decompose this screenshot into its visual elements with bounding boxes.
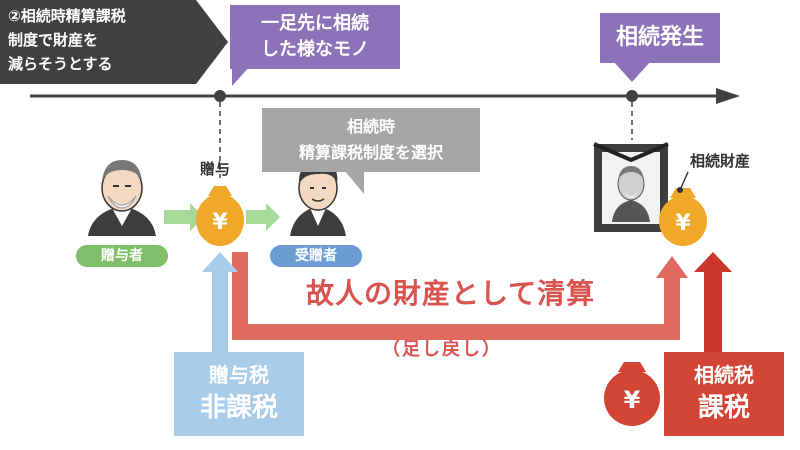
inheritance-tax-arrow-head — [694, 252, 732, 272]
gift-tax-line-2: 非課税 — [199, 393, 278, 423]
gift-arrow-right — [246, 210, 268, 224]
banner-line-2: 制度で財産を — [8, 31, 99, 49]
gift-label: 贈与 — [200, 160, 231, 178]
settlement-arrow-head — [656, 256, 688, 278]
timeline-dot-inherit — [626, 90, 638, 102]
settlement-subtitle: （足し戻し） — [382, 339, 502, 360]
giver-badge: 贈与者 — [76, 245, 168, 267]
banner-text: ②相続時精算課税 制度で財産を 減らそうとする — [8, 4, 198, 76]
gift-tax-line-1: 贈与税 — [209, 363, 269, 387]
receiver-badge: 受贈者 — [270, 245, 362, 267]
estate-label-pointer — [679, 171, 689, 191]
estate-money-bag-icon: ¥ — [659, 188, 707, 246]
callout-inheritance-tail — [614, 62, 650, 82]
inheritance-tax-line-1: 相続税 — [694, 363, 754, 387]
banner-line-1: ②相続時精算課税 — [8, 7, 126, 25]
callout-select-system: 相続時 精算課税制度を選択 — [262, 108, 480, 172]
timeline-arrowhead — [716, 88, 740, 104]
gift-arrow-right-head — [266, 203, 280, 231]
callout-gift-line-1: 一足先に相続 — [261, 13, 369, 34]
tax-bag-yen: ¥ — [624, 386, 641, 414]
gift-arrow-left — [164, 210, 192, 224]
estate-label: 相続財産 — [690, 152, 751, 170]
callout-gift-tail — [232, 66, 250, 86]
gift-bag-yen: ¥ — [212, 210, 228, 235]
settlement-title: 故人の財産として清算 — [306, 277, 596, 310]
money-bag-icon: ¥ — [196, 186, 244, 246]
callout-inheritance: 相続発生 — [600, 13, 720, 63]
tax-money-bag-icon: ¥ — [604, 362, 660, 426]
gift-tax-arrow-head — [202, 252, 238, 272]
banner-line-3: 減らそうとする — [8, 55, 113, 73]
inheritance-tax-arrow-shaft — [704, 270, 722, 354]
inheritance-tax-line-2: 課税 — [697, 393, 750, 423]
settlement-arrow — [232, 252, 680, 340]
callout-select-line-2: 精算課税制度を選択 — [298, 143, 443, 162]
gift-tax-box: 贈与税 非課税 — [174, 352, 304, 436]
callout-gift-line-2: した様なモノ — [261, 39, 369, 60]
callout-select-tail — [344, 170, 364, 194]
callout-gift: 一足先に相続 した様なモノ — [230, 5, 400, 69]
person-elder-icon — [88, 160, 156, 236]
estate-bag-yen: ¥ — [675, 211, 691, 236]
callout-select-line-1: 相続時 — [346, 117, 395, 136]
memorial-portrait-icon — [593, 142, 669, 232]
estate-label-pointer-dot — [677, 187, 683, 193]
banner-shape — [0, 0, 228, 84]
person-young-icon — [290, 162, 346, 236]
inheritance-tax-box: 相続税 課税 — [664, 352, 784, 436]
gift-tax-arrow-shaft — [212, 270, 228, 354]
timeline-dot-gift — [214, 90, 226, 102]
